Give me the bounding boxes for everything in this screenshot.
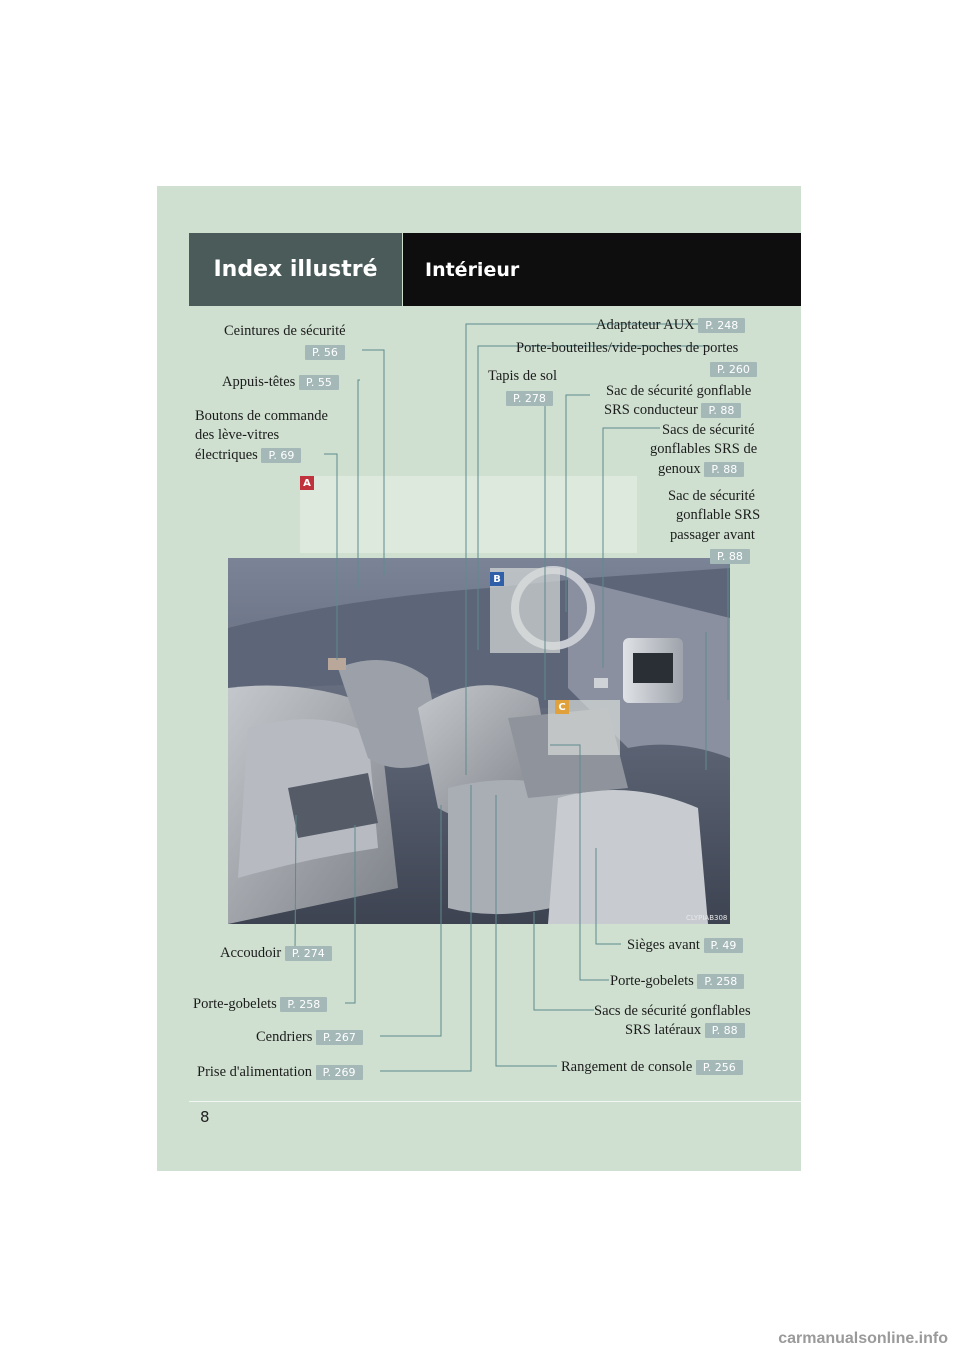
label-rangement-text: Rangement de console <box>561 1059 693 1075</box>
content-frame <box>189 306 801 1102</box>
ref-portebouteilles-wrap[interactable]: P. 260 <box>710 359 757 378</box>
ref-tapis-wrap[interactable]: P. 278 <box>506 388 553 407</box>
label-sac-passager-line2: gonflable SRS <box>676 507 761 523</box>
page-title: Intérieur <box>403 233 801 306</box>
label-ceintures: Ceintures de sécurité <box>224 323 346 339</box>
label-appuis: Appuis-têtes P. 55 <box>222 373 339 392</box>
label-sacs-lateraux-text2: SRS latéraux <box>625 1022 702 1038</box>
label-portegobelets-r: Porte-gobelets P. 258 <box>610 972 745 991</box>
label-sacs-genoux-text3: genoux <box>658 461 701 477</box>
label-prise: Prise d'alimentation P. 269 <box>197 1063 363 1082</box>
label-appuis-text: Appuis-têtes <box>222 374 296 390</box>
label-boutons-line1: Boutons de commande <box>195 408 328 424</box>
label-sacs-genoux-line3: genoux P. 88 <box>658 460 745 479</box>
watermark: carmanualsonline.info <box>778 1330 948 1347</box>
label-sac-conducteur-line1: Sac de sécurité gonflable <box>606 383 752 399</box>
tag-b: B <box>490 572 504 586</box>
ref-cendriers[interactable]: P. 267 <box>316 1030 363 1046</box>
label-prise-text: Prise d'alimentation <box>197 1064 312 1080</box>
ref-portegobelets-l[interactable]: P. 258 <box>280 997 328 1013</box>
label-accoudoir: Accoudoir P. 274 <box>220 944 332 963</box>
label-boutons-text3: électriques <box>195 447 258 463</box>
ref-prise[interactable]: P. 269 <box>315 1065 363 1081</box>
label-boutons-line2: des lève-vitres <box>195 427 280 443</box>
label-rangement: Rangement de console P. 256 <box>561 1058 743 1077</box>
label-portegobelets-l: Porte-gobelets P. 258 <box>193 995 328 1014</box>
interior-photo: CLYPIAB308 <box>228 558 730 924</box>
label-sac-passager-line1: Sac de sécurité <box>668 488 755 504</box>
section-title: Index illustré <box>189 233 402 306</box>
ref-sac-passager[interactable]: P. 88 <box>710 549 750 564</box>
label-cendriers-text: Cendriers <box>256 1029 313 1045</box>
ref-boutons[interactable]: P. 69 <box>261 448 302 464</box>
label-sac-conducteur-line2: SRS conducteur P. 88 <box>604 401 742 420</box>
ref-sac-conducteur[interactable]: P. 88 <box>701 403 742 419</box>
label-aux-text: Adaptateur AUX <box>596 317 695 333</box>
photo-code: CLYPIAB308 <box>686 914 727 922</box>
ref-rangement[interactable]: P. 256 <box>695 1060 743 1076</box>
label-sacs-genoux-line1: Sacs de sécurité <box>662 422 755 438</box>
label-sac-passager-line3: passager avant <box>670 527 755 543</box>
ref-sacs-lateraux[interactable]: P. 88 <box>704 1023 745 1039</box>
ref-portebouteilles[interactable]: P. 260 <box>710 362 757 377</box>
page-number: 8 <box>200 1108 210 1126</box>
overview-panel-a <box>300 476 637 553</box>
tag-a: A <box>300 476 314 490</box>
tag-c: C <box>555 700 569 714</box>
ref-sacs-genoux[interactable]: P. 88 <box>704 462 745 478</box>
label-sieges: Sièges avant P. 49 <box>627 936 744 955</box>
ref-sieges[interactable]: P. 49 <box>703 938 744 954</box>
label-tapis: Tapis de sol <box>488 368 558 384</box>
label-sacs-genoux-line2: gonflables SRS de <box>650 441 758 457</box>
label-sieges-text: Sièges avant <box>627 937 700 953</box>
ref-portegobelets-r[interactable]: P. 258 <box>697 974 745 990</box>
label-aux: Adaptateur AUX P. 248 <box>596 316 746 335</box>
label-cendriers: Cendriers P. 267 <box>256 1028 363 1047</box>
ref-tapis[interactable]: P. 278 <box>506 391 553 406</box>
ref-accoudoir[interactable]: P. 274 <box>284 946 332 962</box>
ref-sac-passager-wrap[interactable]: P. 88 <box>710 546 750 565</box>
label-sac-conducteur-text2: SRS conducteur <box>604 402 698 418</box>
label-sacs-lateraux-line2: SRS latéraux P. 88 <box>625 1021 745 1040</box>
label-accoudoir-text: Accoudoir <box>220 945 282 961</box>
label-portegobelets-l-text: Porte-gobelets <box>193 996 277 1012</box>
ref-ceintures-badge[interactable]: P. 56 <box>305 345 345 360</box>
label-portebouteilles: Porte-bouteilles/vide-poches de portes <box>516 340 739 356</box>
ref-ceintures[interactable]: P. 56 <box>305 342 345 361</box>
label-portegobelets-r-text: Porte-gobelets <box>610 973 694 989</box>
ref-appuis[interactable]: P. 55 <box>298 375 339 391</box>
ref-aux[interactable]: P. 248 <box>698 318 746 334</box>
label-sacs-lateraux-line1: Sacs de sécurité gonflables <box>594 1003 751 1019</box>
label-boutons-line3: électriques P. 69 <box>195 446 302 465</box>
